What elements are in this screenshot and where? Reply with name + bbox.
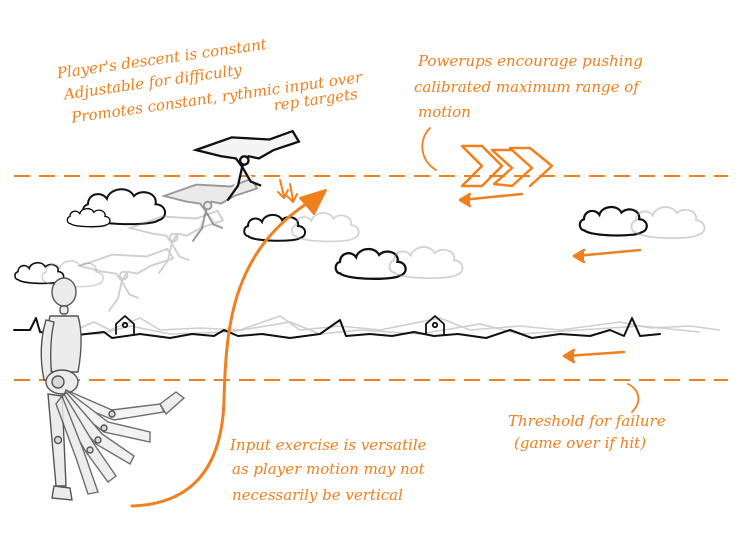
annotation-line: motion [418, 103, 471, 121]
mannequin-figure-icon [40, 277, 186, 501]
annotation-powerups: Powerups encourage pushing calibrated ma… [414, 52, 643, 121]
cloud-icon [578, 205, 648, 237]
annotation-line: Input exercise is versatile [229, 436, 427, 454]
scroll-arrow [458, 192, 524, 208]
annotation-descent: Player's descent is constant Adjustable … [55, 35, 364, 127]
annotation-line: Powerups encourage pushing [417, 52, 643, 70]
powerup-chevrons-icon [460, 144, 554, 188]
annotation-line: calibrated maximum range of [414, 78, 641, 96]
annotation-line: necessarily be vertical [232, 486, 403, 504]
scroll-arrow [562, 348, 626, 364]
scroll-arrow [572, 248, 642, 264]
powerup-leader-line [421, 127, 437, 171]
terrain-skyline [13, 317, 661, 339]
glider-trail [163, 177, 259, 243]
annotation-threshold: Threshold for failure (game over if hit) [508, 412, 666, 452]
annotation-line: (game over if hit) [514, 434, 646, 452]
house-icon [115, 315, 135, 335]
annotation-line: Threshold for failure [508, 412, 666, 430]
input-motion-arrow [130, 189, 327, 508]
annotation-input: Input exercise is versatile as player mo… [229, 436, 427, 504]
descent-arrows [277, 179, 298, 203]
annotation-line: as player motion may not [232, 460, 426, 478]
terrain-ghost [39, 315, 721, 335]
cloud-icon [66, 207, 111, 228]
threshold-leader-line [627, 383, 640, 413]
